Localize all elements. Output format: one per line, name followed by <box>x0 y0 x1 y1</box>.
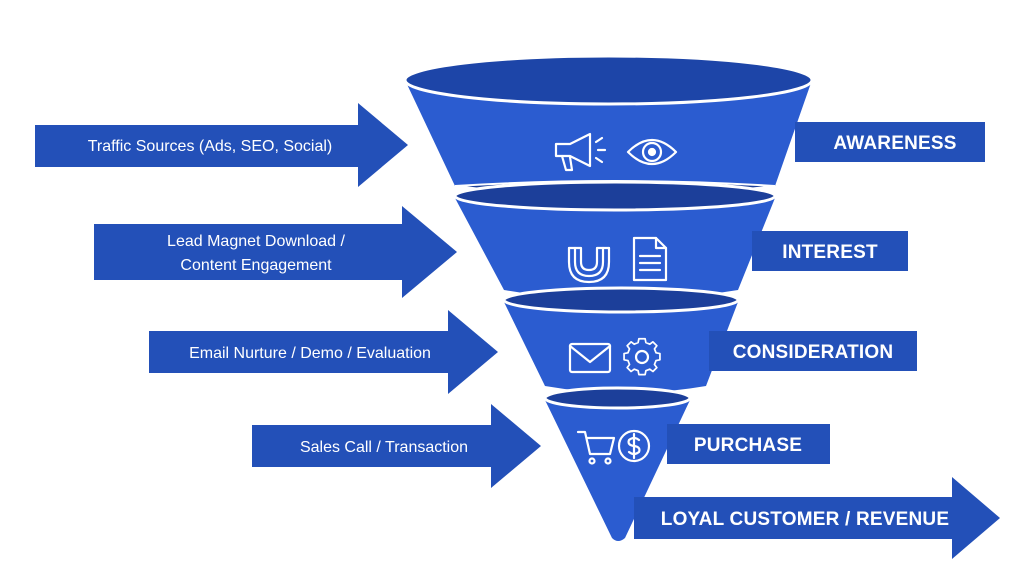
output-arrow-loyal-customer: LOYAL CUSTOMER / REVENUE <box>634 477 1000 559</box>
input-arrow-label: Sales Call / Transaction <box>300 439 468 456</box>
stage-label-text: PURCHASE <box>694 435 802 456</box>
input-arrow-label: Content Engagement <box>180 257 332 274</box>
stage-label-text: CONSIDERATION <box>733 342 894 363</box>
output-arrow-shape <box>634 477 1000 559</box>
envelope-icon <box>568 342 612 374</box>
eye-icon <box>626 138 678 166</box>
shopping-cart-icon <box>576 430 616 465</box>
funnel-segment-interest <box>453 180 777 300</box>
stage-label-box <box>752 231 908 271</box>
output-arrow-label: LOYAL CUSTOMER / REVENUE <box>661 509 949 530</box>
funnel-segment-purchase-body <box>545 400 690 541</box>
funnel-segment-awareness-top <box>403 54 814 106</box>
magnet-icon <box>567 246 611 284</box>
dollar-icon <box>617 429 651 463</box>
stage-label-purchase: PURCHASE <box>667 424 830 464</box>
gear-icon <box>623 337 661 376</box>
stage-label-interest: INTEREST <box>752 231 908 271</box>
input-arrow-shape <box>149 310 498 394</box>
stage-label-text: INTEREST <box>782 242 878 263</box>
input-arrow-shape <box>35 103 408 187</box>
input-arrow-lead-magnet: Lead Magnet Download / Content Engagemen… <box>94 206 457 298</box>
megaphone-icon <box>554 132 607 172</box>
funnel-segment-consideration-top <box>502 286 740 314</box>
funnel-segment-consideration-body <box>504 302 738 393</box>
stage-label-awareness: AWARENESS <box>795 122 985 162</box>
stage-label-box <box>667 424 830 464</box>
input-arrow-shape <box>94 206 457 298</box>
input-arrow-email-nurture: Email Nurture / Demo / Evaluation <box>149 310 498 394</box>
input-arrow-traffic-sources: Traffic Sources (Ads, SEO, Social) <box>35 103 408 187</box>
input-arrow-label: Lead Magnet Download / <box>167 233 345 250</box>
document-icon <box>632 236 668 282</box>
input-arrow-sales-call: Sales Call / Transaction <box>252 404 541 488</box>
input-arrow-label: Email Nurture / Demo / Evaluation <box>189 345 431 362</box>
stage-label-box <box>709 331 917 371</box>
funnel-segment-awareness-body <box>405 80 812 198</box>
funnel-segment-consideration <box>502 286 740 393</box>
funnel-segment-purchase-top <box>543 386 692 410</box>
funnel-segment-purchase <box>543 386 692 541</box>
stage-label-consideration: CONSIDERATION <box>709 331 917 371</box>
funnel-segment-interest-body <box>455 198 775 300</box>
input-arrow-shape <box>252 404 541 488</box>
stage-label-text: AWARENESS <box>833 133 956 154</box>
funnel <box>403 54 814 541</box>
stage-label-box <box>795 122 985 162</box>
funnel-segment-awareness <box>403 54 814 198</box>
input-arrow-label: Traffic Sources (Ads, SEO, Social) <box>88 138 333 155</box>
funnel-segment-interest-top <box>453 180 777 212</box>
